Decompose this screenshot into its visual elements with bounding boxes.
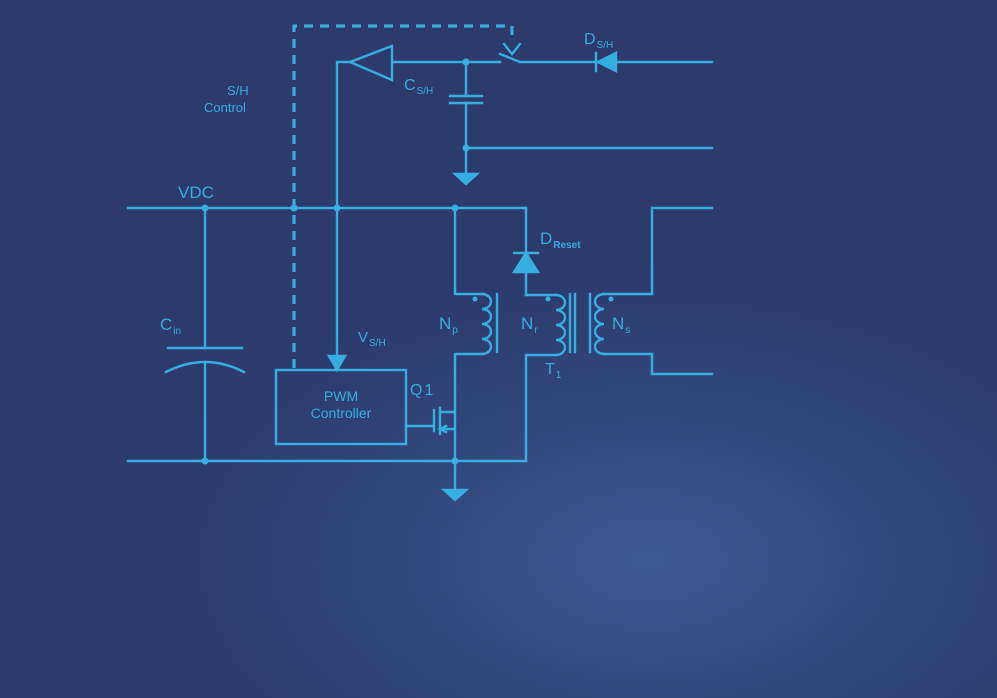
reset-diode	[511, 206, 541, 297]
vsh-label: VS/H	[358, 329, 386, 349]
np-label: Np	[439, 314, 458, 336]
primary-winding	[451, 204, 499, 402]
vdc-label: VDC	[178, 183, 214, 202]
c-sh-label: CS/H	[404, 77, 434, 97]
buffer-amplifier	[326, 44, 502, 373]
nr-label: Nr	[521, 314, 538, 336]
secondary-winding	[588, 206, 714, 376]
sh-control-label-line2: Control	[204, 100, 246, 115]
d-sh-label: DS/H	[584, 31, 614, 51]
mosfet-q1	[404, 398, 470, 502]
q1-label: Q1	[410, 382, 436, 399]
t1-label: T1	[545, 361, 562, 381]
sh-control-line	[292, 24, 514, 368]
reset-winding	[524, 292, 577, 463]
diode-dsh	[594, 51, 714, 73]
sample-hold-switch	[498, 42, 522, 64]
sh-control-label-line1: S/H	[227, 83, 249, 98]
ns-label: Ns	[612, 314, 631, 336]
pwm-controller-label: PWM Controller	[310, 388, 372, 421]
sample-hold-capacitor	[448, 58, 714, 186]
pwm-controller-box	[274, 368, 408, 446]
cin-label: Cin	[160, 315, 182, 337]
input-capacitor	[164, 204, 246, 465]
d-reset-label: DReset	[540, 229, 581, 251]
